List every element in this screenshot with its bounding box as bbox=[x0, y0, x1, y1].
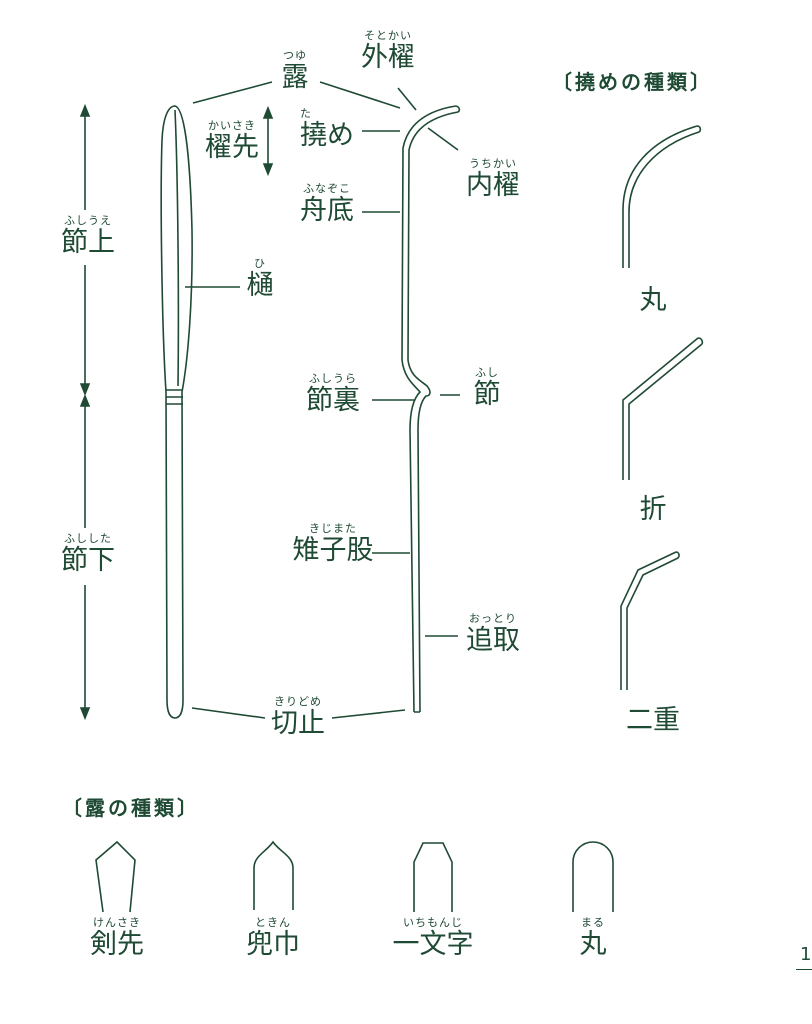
tsuyu-type-kensaki: けんさき剣先 bbox=[90, 917, 144, 958]
kanji: 露 bbox=[281, 62, 309, 93]
ruby: おっとり bbox=[469, 612, 517, 625]
label-ottori: おっとり追取 bbox=[466, 613, 520, 654]
kanji: 丸 bbox=[579, 929, 607, 960]
label-fushishita: ふしした節下 bbox=[61, 533, 115, 574]
ruby: ひ bbox=[254, 257, 266, 270]
label-tsuyu: つゆ露 bbox=[282, 50, 309, 91]
kanji: 二重 bbox=[626, 705, 680, 736]
tame-ori-shape bbox=[622, 337, 704, 480]
label-kaisaki: かいさき櫂先 bbox=[205, 120, 259, 161]
tame-type-nijyu: 二重 bbox=[626, 707, 680, 734]
ruby: いちもんじ bbox=[403, 916, 463, 929]
kanji: 剣先 bbox=[90, 929, 144, 960]
arrow-kaisaki bbox=[262, 105, 274, 177]
ruby: きりどめ bbox=[274, 695, 322, 708]
label-fushi: ふし節 bbox=[474, 367, 501, 408]
kanji: 一文字 bbox=[392, 929, 474, 960]
label-funazoko: ふなぞこ舟底 bbox=[300, 183, 354, 224]
tame-maru-shape bbox=[622, 125, 702, 268]
side-scoop-outer bbox=[401, 105, 457, 713]
label-fushiura: ふしうら節裏 bbox=[306, 373, 360, 414]
kanji: 樋 bbox=[246, 270, 274, 301]
ruby: ふしした bbox=[64, 532, 112, 545]
ruby: ときん bbox=[255, 916, 291, 929]
front-node bbox=[166, 389, 183, 405]
ruby: ふし bbox=[475, 366, 499, 379]
label-tame: た撓め bbox=[300, 108, 354, 149]
tsuyu-kensaki-shape bbox=[95, 840, 136, 913]
tsuyu-tokin-shape bbox=[253, 840, 294, 910]
kanji: 追取 bbox=[466, 625, 520, 656]
kanji: 節 bbox=[473, 379, 501, 410]
ruby: まる bbox=[581, 916, 605, 929]
ruby: きじまた bbox=[309, 522, 357, 535]
leader-lines bbox=[185, 81, 460, 719]
label-uchikai: うちかい内櫂 bbox=[466, 158, 520, 199]
arrow-fushiue bbox=[79, 103, 91, 397]
kanji: 内櫂 bbox=[466, 170, 520, 201]
ruby: た bbox=[300, 107, 312, 120]
tame-type-ori: 折 bbox=[640, 496, 667, 523]
tsuyu-maru-shape bbox=[572, 841, 614, 912]
kanji: 節上 bbox=[61, 227, 115, 258]
label-hi: ひ樋 bbox=[247, 258, 274, 299]
kanji: 外櫂 bbox=[361, 42, 415, 73]
label-fushiue: ふしうえ節上 bbox=[61, 215, 115, 256]
tsuyu-type-maru: まる丸 bbox=[580, 917, 607, 958]
side-scoop-inner bbox=[407, 111, 459, 713]
ruby: ふしうら bbox=[309, 372, 357, 385]
tame-type-maru: 丸 bbox=[640, 287, 667, 314]
ruby: かいさき bbox=[208, 119, 256, 132]
kanji: 丸 bbox=[639, 285, 667, 316]
ruby: ふなぞこ bbox=[303, 182, 351, 195]
tame-nijyu-shape bbox=[620, 551, 680, 690]
arrow-fushishita bbox=[79, 393, 91, 721]
hi-groove bbox=[174, 109, 180, 387]
kanji: 節下 bbox=[61, 545, 115, 576]
tame-types-heading: 〔撓めの種類〕 bbox=[552, 70, 713, 94]
front-scoop-outline bbox=[160, 105, 193, 719]
ruby: けんさき bbox=[93, 916, 141, 929]
kanji: 節裏 bbox=[306, 385, 360, 416]
label-kijimata: きじまた雉子股 bbox=[293, 523, 374, 564]
label-sotokai: そとかい外櫂 bbox=[361, 30, 415, 71]
kanji: 兜巾 bbox=[246, 929, 300, 960]
ruby: そとかい bbox=[364, 29, 412, 42]
label-kiridome: きりどめ切止 bbox=[271, 696, 325, 737]
ruby: うちかい bbox=[469, 157, 517, 170]
kanji: 折 bbox=[639, 494, 667, 525]
kanji: 撓め bbox=[300, 120, 354, 151]
page-number: 1 bbox=[796, 944, 812, 970]
ruby: つゆ bbox=[283, 49, 307, 62]
tsuyu-ichimonji-shape bbox=[413, 842, 453, 912]
kanji: 舟底 bbox=[300, 195, 354, 226]
tsuyu-type-tokin: ときん兜巾 bbox=[246, 917, 300, 958]
tsuyu-type-ichimonji: いちもんじ一文字 bbox=[393, 917, 474, 958]
kanji: 櫂先 bbox=[205, 132, 259, 163]
ruby: ふしうえ bbox=[64, 214, 112, 227]
kanji: 切止 bbox=[271, 708, 325, 739]
tsuyu-types-heading: 〔露の種類〕 bbox=[62, 796, 200, 820]
kanji: 雉子股 bbox=[292, 535, 374, 566]
